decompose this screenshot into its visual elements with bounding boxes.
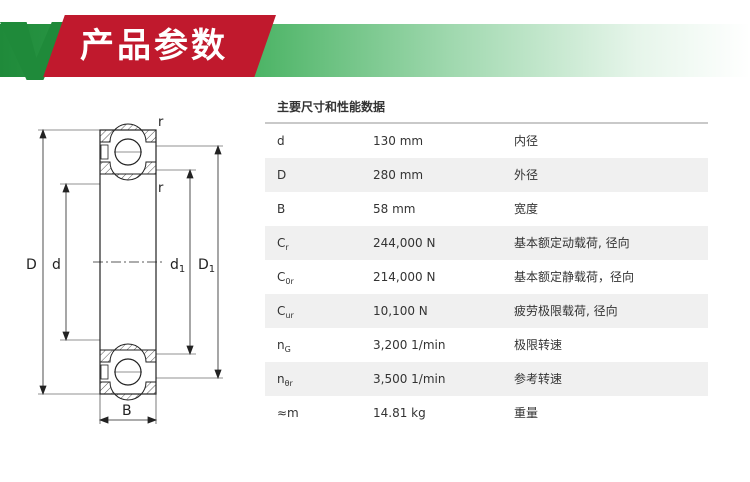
table-row: ≈m 14.81 kg 重量 [265,396,708,430]
label-B: B [122,403,132,419]
row-value: 10,100 N [373,304,428,318]
table-row: nθr 3,500 1/min 参考转速 [265,362,708,396]
row-description: 参考转速 [514,372,563,386]
label-d: d [52,257,61,273]
dim-d1 [186,168,194,356]
outer-ring-top [99,123,157,143]
dim-D [39,128,47,396]
dim-d [62,182,70,342]
row-description: 极限转速 [514,338,563,352]
row-symbol: d [277,134,285,148]
label-r-mid: r [158,181,164,196]
header-banner: 产品参数 [0,0,750,90]
table-row: nG 3,200 1/min 极限转速 [265,328,708,362]
banner-red-plate [43,15,276,77]
row-symbol: C0r [277,270,294,286]
table-row: d 130 mm 内径 [265,124,708,158]
row-value: 244,000 N [373,236,436,250]
row-value: 130 mm [373,134,424,148]
row-symbol: D [277,168,287,182]
row-description: 宽度 [514,202,539,216]
row-description: 基本额定动载荷, 径向 [514,236,630,250]
row-description: 外径 [514,168,539,182]
cage-top [100,144,109,160]
label-D1: D1 [198,257,215,275]
inner-ring-bottom [99,343,157,363]
row-symbol: nG [277,338,291,354]
row-symbol: Cur [277,304,294,320]
table-row: Cr 244,000 N 基本额定动载荷, 径向 [265,226,708,260]
row-value: 3,500 1/min [373,372,446,386]
row-symbol: nθr [277,372,293,388]
row-symbol: B [277,202,286,216]
row-value: 280 mm [373,168,424,182]
dim-B [98,416,158,424]
table-row: C0r 214,000 N 基本额定静载荷，径向 [265,260,708,294]
row-description: 内径 [514,134,539,148]
row-value: 14.81 kg [373,406,426,420]
row-description: 疲劳极限载荷, 径向 [514,304,618,318]
row-symbol: Cr [277,236,289,252]
table-body: d 130 mm 内径 D 280 mm 外径 B 58 mm 宽度 Cr 24… [265,124,708,430]
label-r-top: r [158,115,164,130]
table-row: D 280 mm 外径 [265,158,708,192]
table-row: B 58 mm 宽度 [265,192,708,226]
row-description: 基本额定静载荷，径向 [514,270,635,284]
cage-bottom [100,364,109,380]
row-value: 214,000 N [373,270,436,284]
table-row: Cur 10,100 N 疲劳极限载荷, 径向 [265,294,708,328]
inner-ring-top [99,161,157,181]
row-value: 3,200 1/min [373,338,446,352]
row-symbol: ≈m [277,406,299,420]
row-description: 重量 [514,406,539,420]
bearing-cross-section-diagram: D d d1 D1 B r r [26,115,223,424]
page-title: 产品参数 [80,26,228,66]
label-d1: d1 [170,257,185,275]
table-title: 主要尺寸和性能数据 [265,92,708,124]
row-value: 58 mm [373,202,416,216]
label-D: D [26,257,37,273]
outer-ring-bottom [99,381,157,401]
specs-table: 主要尺寸和性能数据 d 130 mm 内径 D 280 mm 外径 B 58 m… [265,92,708,430]
dim-D1 [214,144,222,380]
